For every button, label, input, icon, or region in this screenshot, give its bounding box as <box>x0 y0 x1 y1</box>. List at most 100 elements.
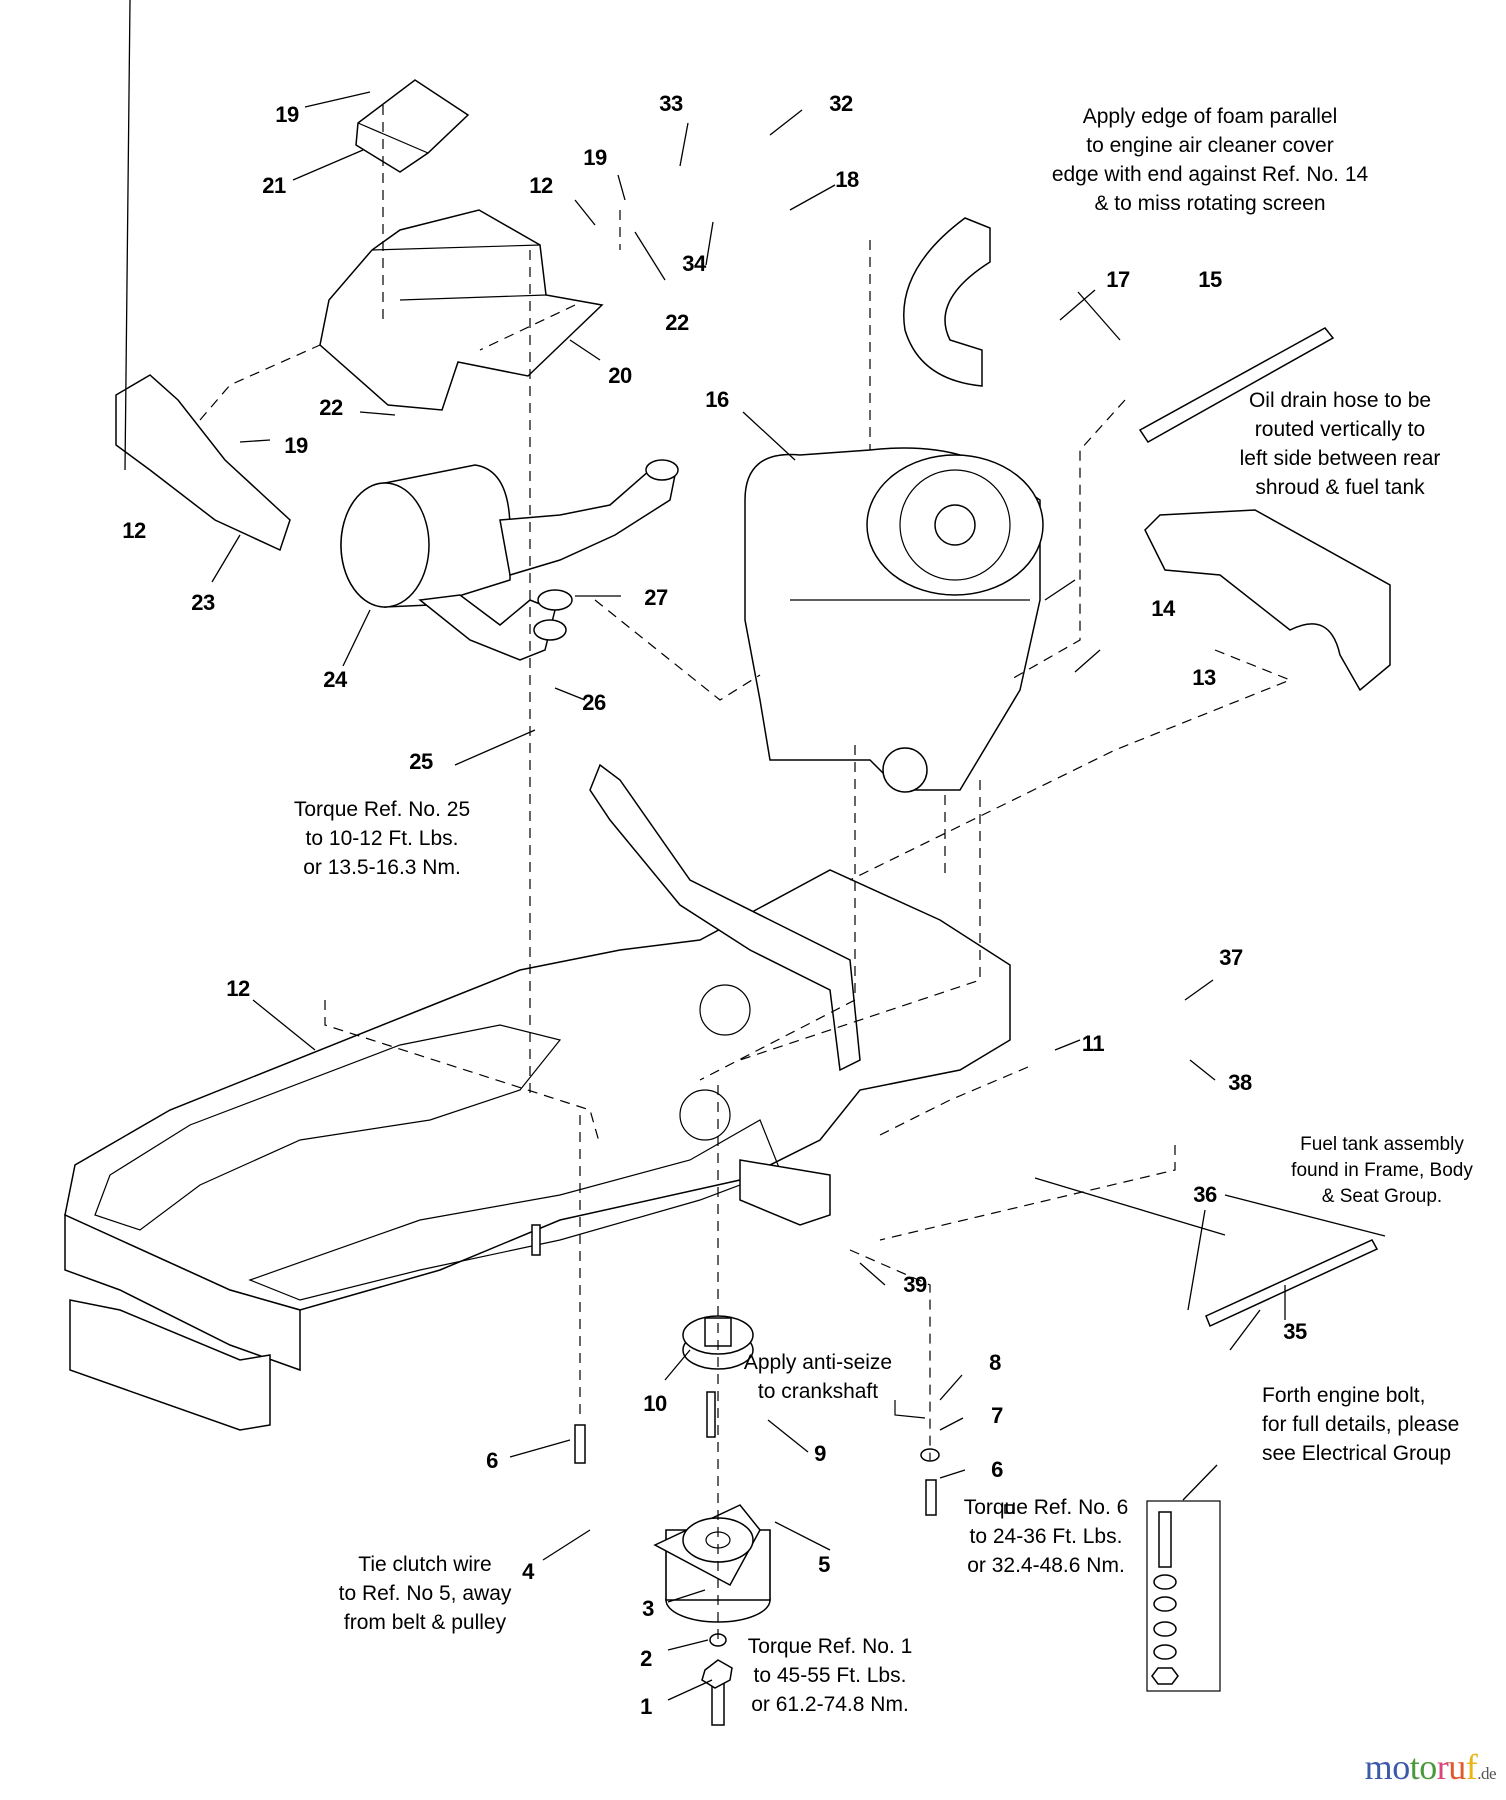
part-15-oil-drain-hose <box>1138 327 1335 443</box>
note-line: edge with end against Ref. No. 14 <box>1051 163 1369 186</box>
logo-letter: u <box>1448 1747 1466 1787</box>
callout-3[interactable]: 3 <box>642 1596 654 1621</box>
note-line: left side between rear <box>1239 447 1441 470</box>
callout-38[interactable]: 38 <box>1228 1070 1252 1095</box>
note-torque-6: Torque Ref. No. 6 to 24-36 Ft. Lbs. or 3… <box>964 1493 1129 1580</box>
note-line: routed vertically to <box>1254 418 1426 441</box>
callout-32[interactable]: 32 <box>829 91 853 116</box>
note-line: from belt & pulley <box>343 1611 507 1634</box>
note-line: or 13.5-16.3 Nm. <box>303 856 461 879</box>
part-24-muffler <box>340 459 679 661</box>
part-14-rear-shroud <box>1144 509 1391 692</box>
callout-16[interactable]: 16 <box>705 387 729 412</box>
note-line: to 10-12 Ft. Lbs. <box>305 827 459 850</box>
callout-37[interactable]: 37 <box>1219 945 1243 970</box>
note-line: Torque Ref. No. 1 <box>747 1635 913 1658</box>
callout-24[interactable]: 24 <box>323 667 347 692</box>
callout-15[interactable]: 15 <box>1198 267 1222 292</box>
callout-35[interactable]: 35 <box>1283 1319 1307 1344</box>
callout-7[interactable]: 7 <box>991 1403 1003 1428</box>
logo-letter: m <box>1364 1747 1393 1787</box>
callout-21[interactable]: 21 <box>262 173 286 198</box>
note-line: or 61.2-74.8 Nm. <box>751 1693 909 1716</box>
callout-14[interactable]: 14 <box>1151 596 1175 621</box>
note-fuel-tank-assembly: Fuel tank assembly found in Frame, Body … <box>1291 1132 1473 1210</box>
note-line: Fuel tank assembly <box>1300 1134 1464 1155</box>
note-line: for full details, please <box>1262 1413 1460 1436</box>
hardware-bolts <box>531 1224 1014 1726</box>
logo-letter: t <box>1409 1747 1420 1787</box>
callout-33[interactable]: 33 <box>659 91 683 116</box>
callout-19[interactable]: 19 <box>583 145 607 170</box>
callout-1[interactable]: 1 <box>640 1694 652 1719</box>
callout-34[interactable]: 34 <box>682 251 706 276</box>
motoruf-watermark-logo: motoruf.de <box>1364 1746 1497 1788</box>
note-line: Apply anti-seize <box>743 1351 893 1374</box>
part-17-foam <box>903 217 991 387</box>
part-21-heat-shield <box>355 79 470 173</box>
part-20-shield <box>319 209 604 411</box>
callout-25[interactable]: 25 <box>409 749 433 774</box>
leader-lines <box>124 0 1386 1701</box>
note-line: found in Frame, Body <box>1291 1160 1473 1181</box>
callout-39[interactable]: 39 <box>903 1272 927 1297</box>
assembly-dashed-lines <box>199 105 1292 1640</box>
callout-27[interactable]: 27 <box>644 585 668 610</box>
callout-6[interactable]: 6 <box>991 1457 1003 1482</box>
callout-20[interactable]: 20 <box>608 363 632 388</box>
note-line: to 24-36 Ft. Lbs. <box>969 1525 1123 1548</box>
note-line: see Electrical Group <box>1262 1442 1452 1465</box>
part-16-engine <box>744 447 1044 793</box>
note-line: to engine air cleaner cover <box>1086 134 1334 157</box>
logo-letter: r <box>1436 1747 1449 1787</box>
part-35-fuel-line <box>1205 1239 1379 1328</box>
logo-tld: .de <box>1477 1764 1496 1783</box>
note-line: & to miss rotating screen <box>1094 192 1326 215</box>
callout-11[interactable]: 11 <box>1081 1031 1105 1056</box>
note-torque-25: Torque Ref. No. 25 to 10-12 Ft. Lbs. or … <box>294 795 470 882</box>
callout-4[interactable]: 4 <box>522 1559 534 1584</box>
logo-letter: f <box>1465 1747 1478 1787</box>
callout-19[interactable]: 19 <box>284 433 308 458</box>
note-line: Torque Ref. No. 25 <box>293 798 471 821</box>
callout-17[interactable]: 17 <box>1106 267 1130 292</box>
note-clutch-wire: Tie clutch wire to Ref. No 5, away from … <box>339 1550 512 1637</box>
note-line: Tie clutch wire <box>358 1553 492 1576</box>
callout-26[interactable]: 26 <box>582 690 606 715</box>
logo-letter: o <box>1392 1747 1410 1787</box>
part-27-gasket <box>537 589 573 611</box>
callout-18[interactable]: 18 <box>835 167 859 192</box>
note-line: Torque Ref. No. 6 <box>963 1496 1129 1519</box>
callout-9[interactable]: 9 <box>814 1441 826 1466</box>
forth-bolt-inset <box>1146 1500 1221 1692</box>
callout-2[interactable]: 2 <box>640 1646 652 1671</box>
note-forth-engine-bolt: Forth engine bolt, for full details, ple… <box>1262 1381 1459 1468</box>
callout-22[interactable]: 22 <box>319 395 343 420</box>
note-line: Apply edge of foam parallel <box>1082 105 1338 128</box>
logo-letter: o <box>1419 1747 1437 1787</box>
callout-12[interactable]: 12 <box>122 518 146 543</box>
note-line: shroud & fuel tank <box>1255 476 1425 499</box>
note-line: to Ref. No 5, away <box>338 1582 512 1605</box>
callout-6[interactable]: 6 <box>486 1448 498 1473</box>
note-anti-seize: Apply anti-seize to crankshaft <box>744 1348 892 1406</box>
callout-13[interactable]: 13 <box>1192 665 1216 690</box>
callout-22[interactable]: 22 <box>665 310 689 335</box>
note-line: to 45-55 Ft. Lbs. <box>753 1664 907 1687</box>
note-line: to crankshaft <box>757 1380 879 1403</box>
callout-36[interactable]: 36 <box>1193 1182 1217 1207</box>
note-line: & Seat Group. <box>1321 1186 1443 1207</box>
callout-8[interactable]: 8 <box>989 1350 1001 1375</box>
callout-10[interactable]: 10 <box>643 1391 667 1416</box>
part-23-bracket <box>115 374 291 552</box>
callout-12[interactable]: 12 <box>529 173 553 198</box>
note-line: Forth engine bolt, <box>1262 1384 1426 1407</box>
part-5-clutch <box>653 1504 771 1623</box>
callout-19[interactable]: 19 <box>275 102 299 127</box>
note-line: Oil drain hose to be <box>1248 389 1432 412</box>
callout-5[interactable]: 5 <box>818 1552 830 1577</box>
note-foam-placement: Apply edge of foam parallel to engine ai… <box>1052 102 1368 218</box>
callout-12[interactable]: 12 <box>226 976 250 1001</box>
callout-23[interactable]: 23 <box>191 590 215 615</box>
